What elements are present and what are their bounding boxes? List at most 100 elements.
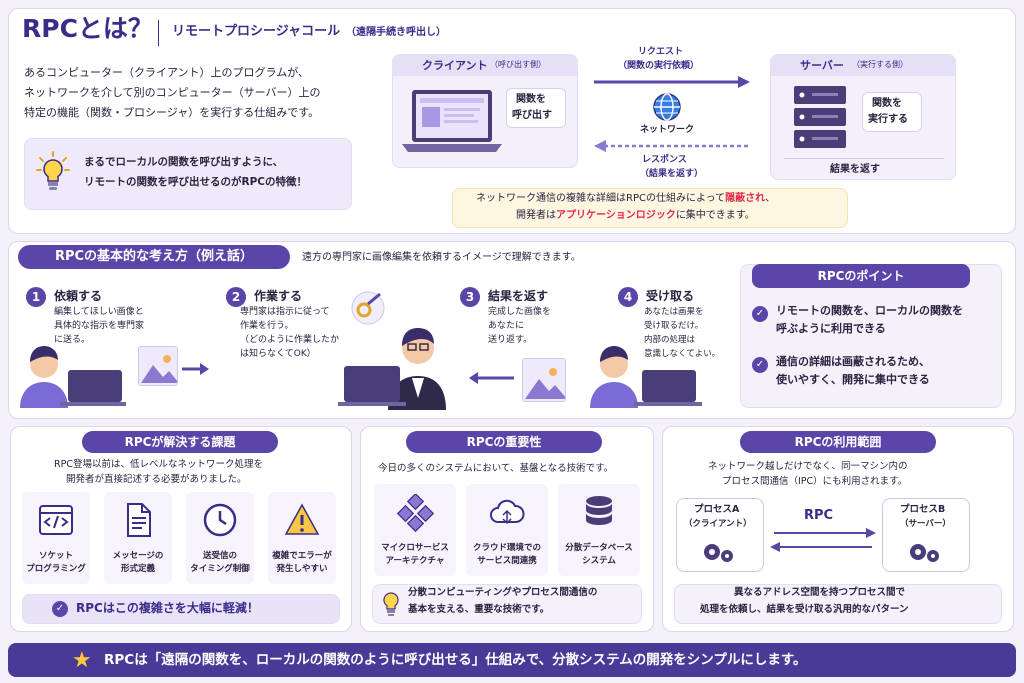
response-label: レスポンス	[642, 155, 687, 165]
check-icon: ✓	[752, 357, 768, 373]
scope-note-1: 異なるアドレス空間を持つプロセス間で	[734, 587, 906, 598]
note-line-2: 開発者はアプリケーションロジックに集中できます。	[516, 208, 755, 224]
image-card	[138, 346, 178, 386]
code-window-icon	[39, 505, 73, 535]
database-card: 分散データベースシステム	[558, 484, 640, 576]
server-bubble	[862, 92, 922, 132]
client-title: クライアント	[422, 59, 488, 72]
step-4-line-2: 受け取るだけ。	[644, 321, 704, 331]
note-2b: アプリケーションロジック	[556, 210, 676, 221]
rpc-link-label: RPC	[804, 508, 834, 523]
process-b-role: （サーバー）	[900, 519, 951, 529]
tip-line-2: リモートの関数を呼び出せるのがRPCの特徴！	[84, 176, 307, 188]
note-1c: 、	[765, 193, 776, 204]
cubes-icon	[396, 494, 434, 532]
step-3-line-1: 完成した画像を	[488, 307, 552, 317]
client-bubble-line-2: 呼び出す	[512, 110, 552, 121]
lightbulb-icon	[36, 151, 70, 190]
scope-desc-1: ネットワーク越しだけでなく、同一マシン内の	[708, 461, 908, 472]
scope-note	[674, 584, 1002, 624]
clock-icon	[203, 503, 237, 537]
tip-box	[24, 138, 352, 210]
intro-line-3: 特定の機能（関数・プロシージャ）を実行する仕組みです。	[24, 106, 320, 119]
tip-line-1: まるでローカルの関数を呼び出すように、	[84, 156, 284, 168]
person-laptop-illustration	[20, 346, 126, 408]
gears-icon	[704, 544, 733, 562]
step-4-number: 4	[618, 287, 638, 307]
server-bubble-line-2: 実行する	[868, 114, 908, 125]
socket-label-1: ソケット	[38, 551, 73, 561]
scope-note-2: 処理を依頼し、結果を受け取る汎用的なパターン	[700, 604, 909, 615]
warning-icon	[284, 503, 320, 535]
problems-banner-text: RPCはこの複雑さを大幅に軽減！	[76, 601, 259, 615]
client-header	[392, 54, 578, 76]
server-bubble-line-1: 関数を	[872, 98, 902, 109]
step-2-line-3: （どのように作業したか	[240, 335, 340, 345]
star-icon: ★	[72, 648, 92, 673]
server-header	[770, 54, 956, 76]
step-2-title: 作業する	[254, 289, 303, 303]
cloud-label-1: クラウド環境での	[472, 543, 541, 553]
points-title: RPCのポイント	[752, 264, 970, 288]
arrow-left-icon	[469, 372, 514, 384]
cloud-icon	[490, 499, 525, 525]
server-icon	[794, 86, 846, 148]
socket-label-2: プログラミング	[26, 563, 86, 574]
process-b-title: プロセスB	[900, 504, 946, 515]
database-icon	[586, 496, 612, 525]
server-result-divider	[784, 158, 944, 159]
step-1-number: 1	[26, 287, 46, 307]
timing-label-1: 送受信の	[202, 551, 237, 561]
server-title: サーバー	[800, 59, 844, 72]
step-3-line-3: 送り返す。	[488, 335, 533, 345]
result-image-card	[522, 358, 566, 402]
error-label-1: 複雑でエラーが	[272, 551, 332, 561]
note-line-1: ネットワーク通信の複雑な詳細はRPCの仕組みによって隠蔽され、	[476, 191, 775, 207]
intro-line-2: ネットワークを介して別のコンピューター（サーバー）上の	[24, 86, 321, 99]
intro-line-1: あるコンピューター（クライアント）上のプログラムが、	[24, 66, 310, 79]
problems-title: RPCが解決する課題	[82, 431, 278, 453]
bidirectional-arrow	[770, 528, 876, 552]
step-1-line-1: 編集してほしい画像と	[54, 307, 144, 317]
importance-note-1: 分散コンピューティングやプロセス間通信の	[408, 587, 598, 598]
gears-icon	[910, 544, 939, 562]
check-icon: ✓	[52, 601, 68, 617]
note-2c: に集中できます。	[675, 210, 755, 221]
point-1-line-1: リモートの関数を、ローカルの関数を	[776, 304, 963, 317]
note-1a: ネットワーク通信の複雑な詳細はRPCの仕組みによって	[476, 193, 726, 204]
page-subtitle: リモートプロシージャコール	[172, 24, 341, 39]
step-2-line-1: 専門家は指示に従って	[240, 307, 330, 317]
arrow-right-icon	[182, 363, 209, 375]
check-icon: ✓	[752, 306, 768, 322]
problems-banner	[22, 594, 340, 624]
point-2-line-2: 使いやすく、開発に集中できる	[776, 373, 930, 386]
image-icon	[525, 368, 565, 399]
scope-title: RPCの利用範囲	[740, 431, 936, 453]
point-2-line-1: 通信の詳細は画蔽されるため、	[776, 355, 930, 368]
laptop-icon	[402, 90, 502, 152]
hidden-detail-note	[452, 188, 848, 228]
problems-desc-2: 開発者が直接記述する必要がありました。	[66, 474, 247, 485]
note-1b: 隠蔽され	[725, 193, 766, 204]
step-4-line-3: 内部の処理は	[644, 335, 696, 345]
database-label-1: 分散データベース	[565, 543, 633, 553]
database-label-2: システム	[582, 555, 616, 566]
step-1-line-3: に送る。	[54, 335, 91, 345]
image-icon	[141, 355, 177, 383]
network-label: ネットワーク	[640, 125, 695, 135]
request-arrow	[594, 76, 750, 88]
page-subtitle-paren: （遠隔手続き呼出し）	[346, 27, 446, 38]
importance-title: RPCの重要性	[406, 431, 602, 453]
message-format-card: メッセージの形式定義	[104, 492, 172, 584]
page-title: RPCとは？	[22, 14, 153, 43]
footer-banner	[8, 643, 1016, 677]
request-sub: （関数の実行依頼）	[618, 61, 700, 71]
importance-note	[372, 584, 642, 624]
step-3-number: 3	[460, 287, 480, 307]
microservices-label-1: マイクロサービス	[381, 543, 449, 553]
step-2-number: 2	[226, 287, 246, 307]
error-label-2: 発生しやすい	[276, 563, 328, 574]
timing-label-2: タイミング制御	[190, 563, 250, 574]
microservices-card: マイクロサービスアーキテクチャ	[374, 484, 456, 576]
client-role: （呼び出す側）	[490, 60, 546, 69]
